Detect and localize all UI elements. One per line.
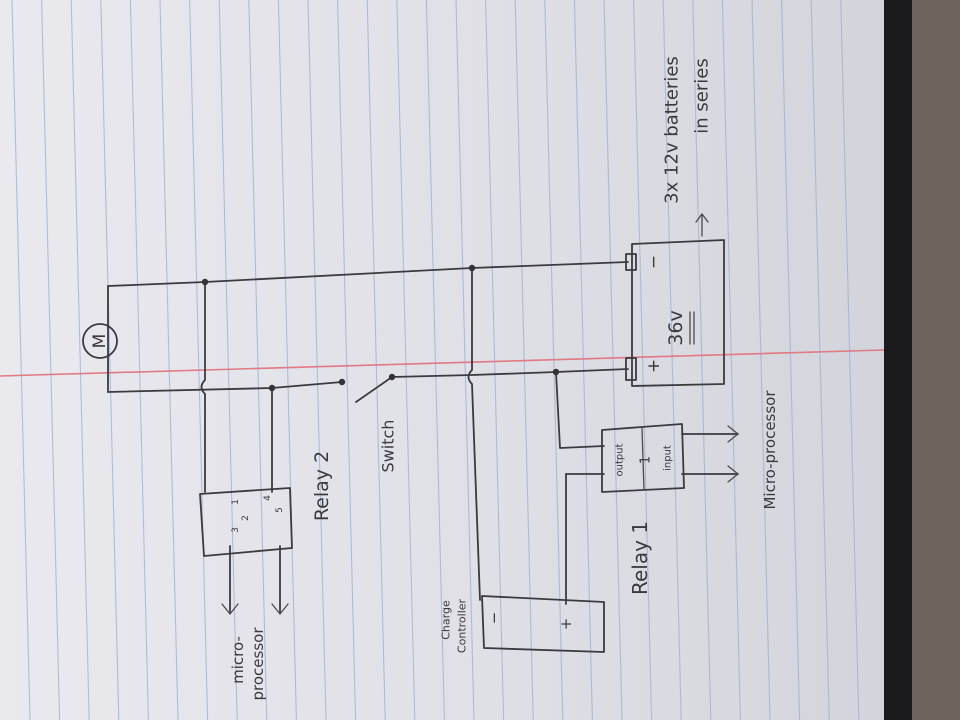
ruled-line [721, 0, 741, 720]
battery-plus-label: + [644, 359, 664, 373]
relay2-name-label: Relay 2 [311, 451, 333, 521]
arrow-relay1-input-a [727, 425, 740, 443]
ruled-line [692, 0, 712, 720]
relay2-pin2: 2 [241, 515, 251, 521]
relay2-pin4: 4 [263, 495, 273, 501]
ruled-line [70, 0, 90, 720]
wire-negative-bus [107, 261, 629, 287]
wire-relay1-output-a [555, 371, 605, 449]
ruled-line [455, 0, 475, 720]
ruled-line [810, 0, 830, 720]
motor-label: M [90, 334, 110, 349]
junction-dot [468, 264, 476, 272]
relay1-input-label: input [663, 445, 674, 471]
ruled-line [366, 0, 386, 720]
relay1-box [601, 423, 685, 493]
relay1-name-label: Relay 1 [628, 521, 652, 595]
relay2-pin3: 3 [231, 527, 241, 533]
relay2-box [199, 487, 293, 557]
ruled-line [396, 0, 416, 720]
battery-terminal-positive [625, 357, 637, 381]
charge-controller-box [481, 595, 605, 653]
ruled-line [573, 0, 593, 720]
ruled-line [485, 0, 505, 720]
charge-controller-line2: Controller [456, 598, 469, 653]
battery-terminal-negative [625, 253, 637, 271]
ruled-line [189, 0, 209, 720]
motor-symbol [82, 323, 118, 359]
wire-positive-bus [391, 368, 629, 378]
ruled-line [277, 0, 297, 720]
switch-contact [388, 373, 396, 381]
ruled-line [307, 0, 327, 720]
battery-note-line2: in series [692, 58, 713, 133]
charge-controller-line1: Charge [440, 600, 453, 640]
ruled-line [100, 0, 120, 720]
arrow-relay1-input-b [727, 465, 740, 483]
micro-processor-right-label: Micro-processor [761, 390, 779, 510]
ruled-line [662, 0, 682, 720]
relay1-output-label: output [615, 443, 626, 476]
battery-voltage-label: 36v [665, 310, 687, 345]
micro-processor-left-line2: processor [249, 627, 267, 701]
wire-motor-relay2 [107, 381, 343, 393]
margin-line [0, 349, 885, 377]
battery-voltage-underline [689, 311, 695, 345]
battery-note-line1: 3x 12v batteries [662, 56, 683, 204]
junction-dot [201, 278, 209, 286]
ruled-line [603, 0, 623, 720]
ruled-line [11, 0, 31, 720]
charge-controller-minus: − [485, 612, 503, 625]
ruled-line [425, 0, 445, 720]
micro-processor-left-line1: micro- [229, 636, 247, 684]
battery-minus-label: − [644, 255, 664, 269]
relay1-divider [641, 427, 645, 491]
ruled-line [337, 0, 357, 720]
notebook-binding [884, 0, 912, 720]
ruled-line [248, 0, 268, 720]
switch-label: Switch [379, 420, 398, 473]
ruled-line [218, 0, 238, 720]
charge-controller-plus: + [557, 618, 575, 631]
ruled-line [633, 0, 653, 720]
wire-relay2-top [200, 281, 206, 493]
ruled-line [159, 0, 179, 720]
junction-dot [268, 384, 276, 392]
arrow-micro-b [271, 603, 289, 616]
ruled-lines [11, 0, 860, 720]
relay2-pin5: 5 [275, 507, 285, 513]
switch-contact [338, 378, 346, 386]
ruled-line [751, 0, 771, 720]
notebook-paper [0, 0, 900, 720]
ruled-line [840, 0, 860, 720]
arrow-micro-a [221, 603, 239, 616]
relay2-pin1: 1 [231, 499, 241, 505]
battery-box [631, 239, 725, 387]
desk-background [912, 0, 960, 720]
relay1-number-label: 1 [639, 456, 654, 464]
ruled-line [41, 0, 61, 720]
junction-dot [552, 368, 560, 376]
wire-charge-negative [467, 267, 481, 601]
switch-lever [355, 376, 393, 403]
ruled-line [129, 0, 149, 720]
battery-note-arrow [695, 212, 709, 237]
ruled-line [781, 0, 801, 720]
